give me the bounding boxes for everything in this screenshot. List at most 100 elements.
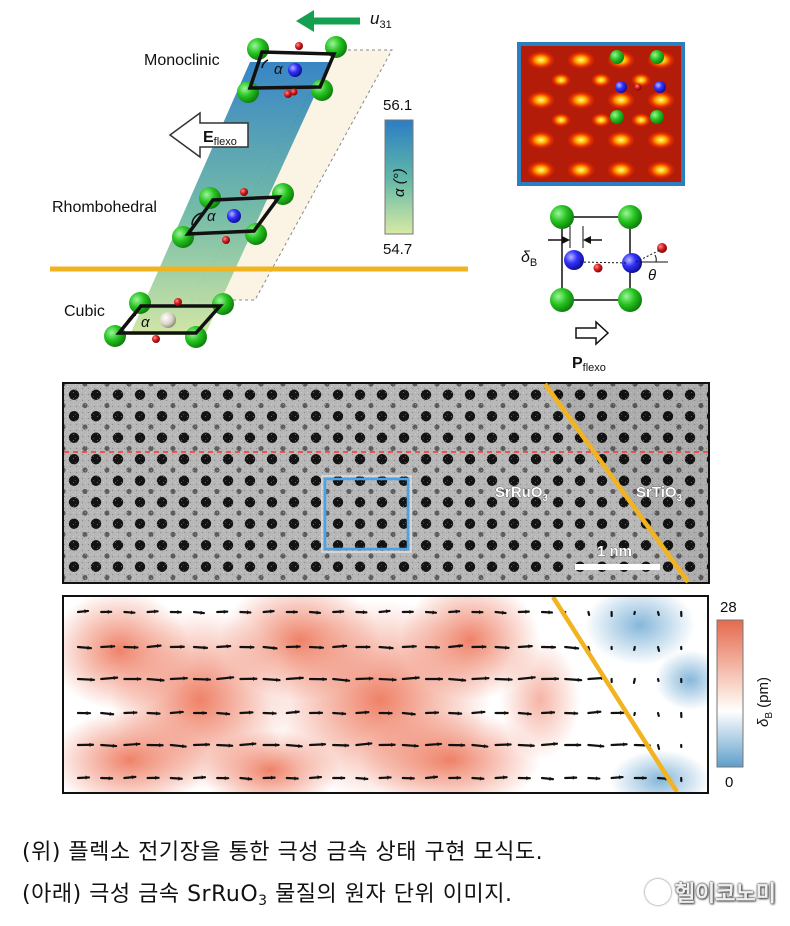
- vector-arrowhead: [481, 644, 486, 649]
- vector-arrowhead: [435, 645, 439, 650]
- vector-arrowhead: [432, 610, 436, 615]
- vector-arrowhead: [247, 776, 252, 781]
- alpha-colorbar: [384, 119, 414, 235]
- figure: u31 Eflexo Monoclinic Rhombohedral Cubic…: [50, 9, 775, 794]
- svg-text:α: α: [141, 314, 150, 331]
- vector-arrowhead: [455, 609, 460, 614]
- vector-arrowhead: [183, 676, 187, 681]
- vector-arrowhead: [226, 644, 231, 649]
- vector-arrowhead: [460, 743, 465, 748]
- vector-arrowhead: [344, 743, 349, 748]
- vector-arrowhead: [551, 645, 555, 650]
- caption-line-1: (위) 플렉소 전기장을 통한 극성 금속 상태 구현 모식도.: [22, 840, 544, 865]
- vector-arrow: [633, 645, 636, 652]
- vector-arrowhead: [249, 645, 254, 650]
- vector-arrowhead: [367, 741, 372, 746]
- vector-arrow: [656, 711, 660, 717]
- cell-monoclinic: α: [237, 36, 347, 103]
- alpha-axis-label: α (°): [391, 168, 408, 197]
- vector-arrowhead: [228, 743, 233, 748]
- vector-arrowhead: [457, 711, 462, 716]
- vector-arrowhead: [340, 775, 345, 781]
- vector-arrowhead: [224, 776, 229, 781]
- vector-arrowhead: [368, 676, 373, 681]
- vector-arrowhead: [90, 677, 94, 682]
- vector-arrowhead: [133, 645, 138, 650]
- vector-arrowhead: [108, 776, 113, 781]
- vector-arrowhead: [341, 711, 346, 716]
- vector-arrow: [632, 677, 636, 685]
- vector-arrowhead: [272, 711, 276, 716]
- vector-arrowhead: [527, 711, 531, 716]
- caption-line-2: (아래) 극성 금속 SrRuO3 물질의 원자 단위 이미지.: [22, 882, 513, 909]
- vector-arrowhead: [618, 775, 623, 780]
- vector-arrowhead: [109, 711, 114, 716]
- e-flexo-label: Eflexo: [203, 129, 237, 148]
- polarization-vectors: [76, 609, 683, 783]
- vector-arrowhead: [135, 742, 140, 747]
- polarization-map: 28 0 δB (pm): [62, 595, 775, 794]
- vector-arrowhead: [89, 742, 93, 747]
- vector-arrowhead: [434, 710, 438, 715]
- vector-arrowhead: [437, 742, 441, 747]
- p-flexo-label: Pflexo: [572, 355, 606, 374]
- vector-arrowhead: [248, 710, 253, 715]
- watermark-logo-icon: [644, 879, 671, 905]
- vector-arrowhead: [572, 775, 577, 780]
- vector-arrowhead: [200, 610, 204, 615]
- label-srtio3: SrTiO3: [636, 484, 683, 504]
- vector-arrowhead: [203, 645, 207, 650]
- vector-arrowhead: [296, 644, 300, 649]
- vector-arrowhead: [223, 609, 228, 614]
- vector-arrowhead: [392, 677, 396, 682]
- vector-arrowhead: [530, 743, 534, 748]
- delta-b-axis-label: δB (pm): [755, 677, 775, 727]
- vector-arrowhead: [438, 676, 442, 682]
- vector-arrowhead: [505, 645, 509, 650]
- schematic-left: u31 Eflexo Monoclinic Rhombohedral Cubic…: [50, 9, 468, 348]
- p-flexo-arrow: [575, 320, 610, 346]
- vector-arrowhead: [461, 678, 466, 683]
- roi-box: [323, 477, 410, 551]
- vector-arrowhead: [388, 645, 393, 650]
- vector-arrowhead: [623, 742, 627, 747]
- vector-arrowhead: [414, 743, 418, 748]
- vector-arrowhead: [483, 744, 488, 749]
- vector-arrowhead: [528, 644, 532, 649]
- vector-arrowhead: [110, 644, 115, 649]
- vector-arrow: [656, 645, 661, 652]
- vector-arrowhead: [269, 609, 274, 614]
- vector-arrowhead: [177, 610, 181, 615]
- vector-arrowhead: [362, 610, 367, 615]
- vector-arrowhead: [299, 676, 303, 681]
- vector-arrowhead: [271, 775, 275, 780]
- vector-arrowhead: [293, 609, 297, 615]
- svg-text:α: α: [274, 61, 283, 78]
- vector-arrowhead: [84, 609, 88, 614]
- vector-arrowhead: [550, 710, 554, 715]
- vector-arrowhead: [107, 609, 112, 614]
- vector-arrowhead: [201, 775, 205, 780]
- delta-b-max: 28: [720, 599, 737, 616]
- vector-arrowhead: [525, 609, 529, 614]
- vector-arrowhead: [136, 676, 141, 682]
- vector-arrowhead: [364, 710, 369, 715]
- vector-arrowhead: [317, 775, 321, 780]
- scale-bar-label: 1 nm: [597, 543, 632, 560]
- vector-arrowhead: [294, 776, 298, 781]
- vector-arrowhead: [458, 643, 463, 649]
- vector-arrowhead: [316, 610, 320, 615]
- vector-arrowhead: [501, 610, 506, 615]
- vector-arrowhead: [113, 675, 118, 680]
- vector-arrowhead: [574, 645, 579, 651]
- vector-arrowhead: [504, 710, 508, 716]
- vector-arrowhead: [363, 776, 368, 781]
- vector-arrowhead: [132, 710, 137, 715]
- vector-arrowhead: [275, 677, 280, 682]
- vector-arrowhead: [87, 645, 91, 650]
- vector-arrowhead: [182, 744, 186, 749]
- alpha-max: 56.1: [383, 97, 412, 114]
- theta-label: θ: [648, 267, 656, 284]
- vector-arrowhead: [391, 742, 395, 747]
- vector-arrowhead: [86, 711, 90, 716]
